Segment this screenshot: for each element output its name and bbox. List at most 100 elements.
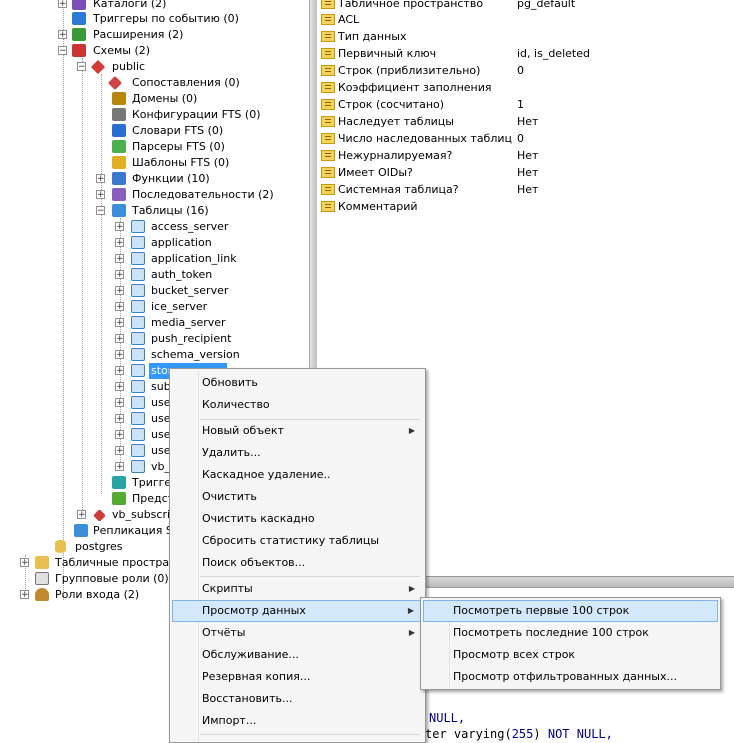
- menu-item-truncate-cascade[interactable]: Очистить каскадно: [202, 512, 315, 525]
- property-row[interactable]: Тип данных: [317, 28, 734, 45]
- menu-item-view-last-100-rows[interactable]: Посмотреть последние 100 строк: [453, 626, 649, 639]
- property-row[interactable]: Коэффициент заполнения: [317, 79, 734, 96]
- property-icon: [321, 133, 335, 144]
- vertical-splitter[interactable]: [309, 0, 318, 576]
- expand-toggle[interactable]: +: [115, 462, 124, 472]
- expand-toggle[interactable]: +: [115, 446, 124, 456]
- property-icon: [321, 82, 335, 93]
- property-row[interactable]: Строк (сосчитано)1: [317, 96, 734, 113]
- table-icon: [131, 444, 145, 457]
- collapse-toggle[interactable]: −: [58, 46, 67, 56]
- table-icon: [131, 364, 145, 377]
- menu-item-restore[interactable]: Восстановить...: [202, 692, 293, 705]
- menu-item-truncate[interactable]: Очистить: [202, 490, 257, 503]
- menu-item-backup[interactable]: Резервная копия...: [202, 670, 311, 683]
- property-icon: [321, 167, 335, 178]
- expand-toggle[interactable]: +: [96, 174, 105, 184]
- table-icon: [131, 316, 145, 329]
- tree-guide-line: [101, 74, 102, 494]
- menu-item-maintenance[interactable]: Обслуживание...: [202, 648, 299, 661]
- property-row[interactable]: ACL: [317, 11, 734, 28]
- expand-toggle[interactable]: +: [20, 558, 29, 568]
- menu-item-delete[interactable]: Удалить...: [202, 446, 261, 459]
- expand-toggle[interactable]: +: [115, 366, 124, 376]
- view-data-submenu: Посмотреть первые 100 строк Посмотреть п…: [420, 597, 721, 690]
- expand-toggle[interactable]: +: [115, 318, 124, 328]
- property-icon: [321, 0, 335, 9]
- expand-toggle[interactable]: +: [115, 350, 124, 360]
- property-icon: [321, 48, 335, 59]
- schemas-icon: [72, 44, 86, 57]
- expand-toggle[interactable]: +: [58, 0, 67, 9]
- sql-line: NULL,: [429, 711, 466, 725]
- expand-toggle[interactable]: +: [115, 238, 124, 248]
- property-icon: [321, 65, 335, 76]
- property-icon: [321, 116, 335, 127]
- expand-toggle[interactable]: +: [115, 398, 124, 408]
- expand-toggle[interactable]: +: [115, 382, 124, 392]
- database-icon: [55, 540, 66, 553]
- expand-toggle[interactable]: +: [115, 286, 124, 296]
- expand-toggle[interactable]: +: [20, 590, 29, 600]
- sql-pane-header: [309, 577, 734, 588]
- table-icon: [131, 428, 145, 441]
- collapse-toggle[interactable]: −: [77, 62, 86, 72]
- tree-guide-line: [82, 58, 83, 518]
- menu-item-scripts[interactable]: Скрипты▶: [172, 578, 423, 600]
- expand-toggle[interactable]: +: [115, 302, 124, 312]
- catalogs-icon: [72, 0, 86, 10]
- property-icon: [321, 31, 335, 42]
- schema-icon: [90, 59, 106, 75]
- menu-item-new-object[interactable]: Новый объект▶: [172, 420, 423, 442]
- tables-icon: [112, 204, 126, 217]
- expand-toggle[interactable]: +: [115, 270, 124, 280]
- expand-toggle[interactable]: +: [77, 510, 86, 520]
- menu-item-reports[interactable]: Отчёты▶: [172, 622, 423, 644]
- menu-item-search-objects[interactable]: Поиск объектов...: [202, 556, 306, 569]
- menu-gutter: [198, 371, 199, 742]
- views-icon: [112, 492, 126, 505]
- expand-toggle[interactable]: +: [115, 222, 124, 232]
- menu-item-count[interactable]: Количество: [202, 398, 270, 411]
- menu-separator: [200, 419, 420, 420]
- menu-item-view-data[interactable]: Просмотр данных▶: [172, 600, 423, 622]
- menu-item-import[interactable]: Импорт...: [202, 714, 257, 727]
- property-row[interactable]: Комментарий: [317, 198, 734, 215]
- expand-toggle[interactable]: +: [96, 190, 105, 200]
- collations-icon: [107, 75, 123, 91]
- menu-item-view-filtered-data[interactable]: Просмотр отфильтрованных данных...: [453, 670, 677, 683]
- expand-toggle[interactable]: +: [115, 254, 124, 264]
- menu-item-view-first-100-rows[interactable]: Посмотреть первые 100 строк: [423, 600, 718, 622]
- table-icon: [131, 236, 145, 249]
- menu-item-refresh[interactable]: Обновить: [202, 376, 258, 389]
- submenu-arrow-icon: ▶: [408, 584, 415, 593]
- expand-toggle[interactable]: +: [115, 414, 124, 424]
- collapse-toggle[interactable]: −: [96, 206, 105, 216]
- expand-toggle[interactable]: +: [115, 334, 124, 344]
- menu-item-cascade-delete[interactable]: Каскадное удаление..: [202, 468, 331, 481]
- table-icon: [131, 412, 145, 425]
- property-row[interactable]: Строк (приблизительно)0: [317, 62, 734, 79]
- property-icon: [321, 150, 335, 161]
- expand-toggle[interactable]: +: [115, 430, 124, 440]
- sql-line: ter varying(255) NOT NULL,: [425, 727, 613, 741]
- menu-item-view-all-rows[interactable]: Просмотр всех строк: [453, 648, 576, 661]
- property-row[interactable]: Нежурналируемая?Нет: [317, 147, 734, 164]
- expand-toggle[interactable]: +: [58, 30, 67, 40]
- group-roles-icon: [35, 572, 49, 585]
- menu-item-reset-stats[interactable]: Сбросить статистику таблицы: [202, 534, 380, 547]
- sequences-icon: [112, 188, 126, 201]
- property-icon: [321, 14, 335, 25]
- domains-icon: [112, 92, 126, 105]
- tree-guide-line: [63, 0, 64, 600]
- event-trigger-icon: [72, 12, 86, 25]
- property-icon: [321, 201, 335, 212]
- property-row[interactable]: Системная таблица?Нет: [317, 181, 734, 198]
- property-row[interactable]: Имеет OIDы?Нет: [317, 164, 734, 181]
- context-menu: Обновить Количество Новый объект▶ Удалит…: [169, 368, 426, 743]
